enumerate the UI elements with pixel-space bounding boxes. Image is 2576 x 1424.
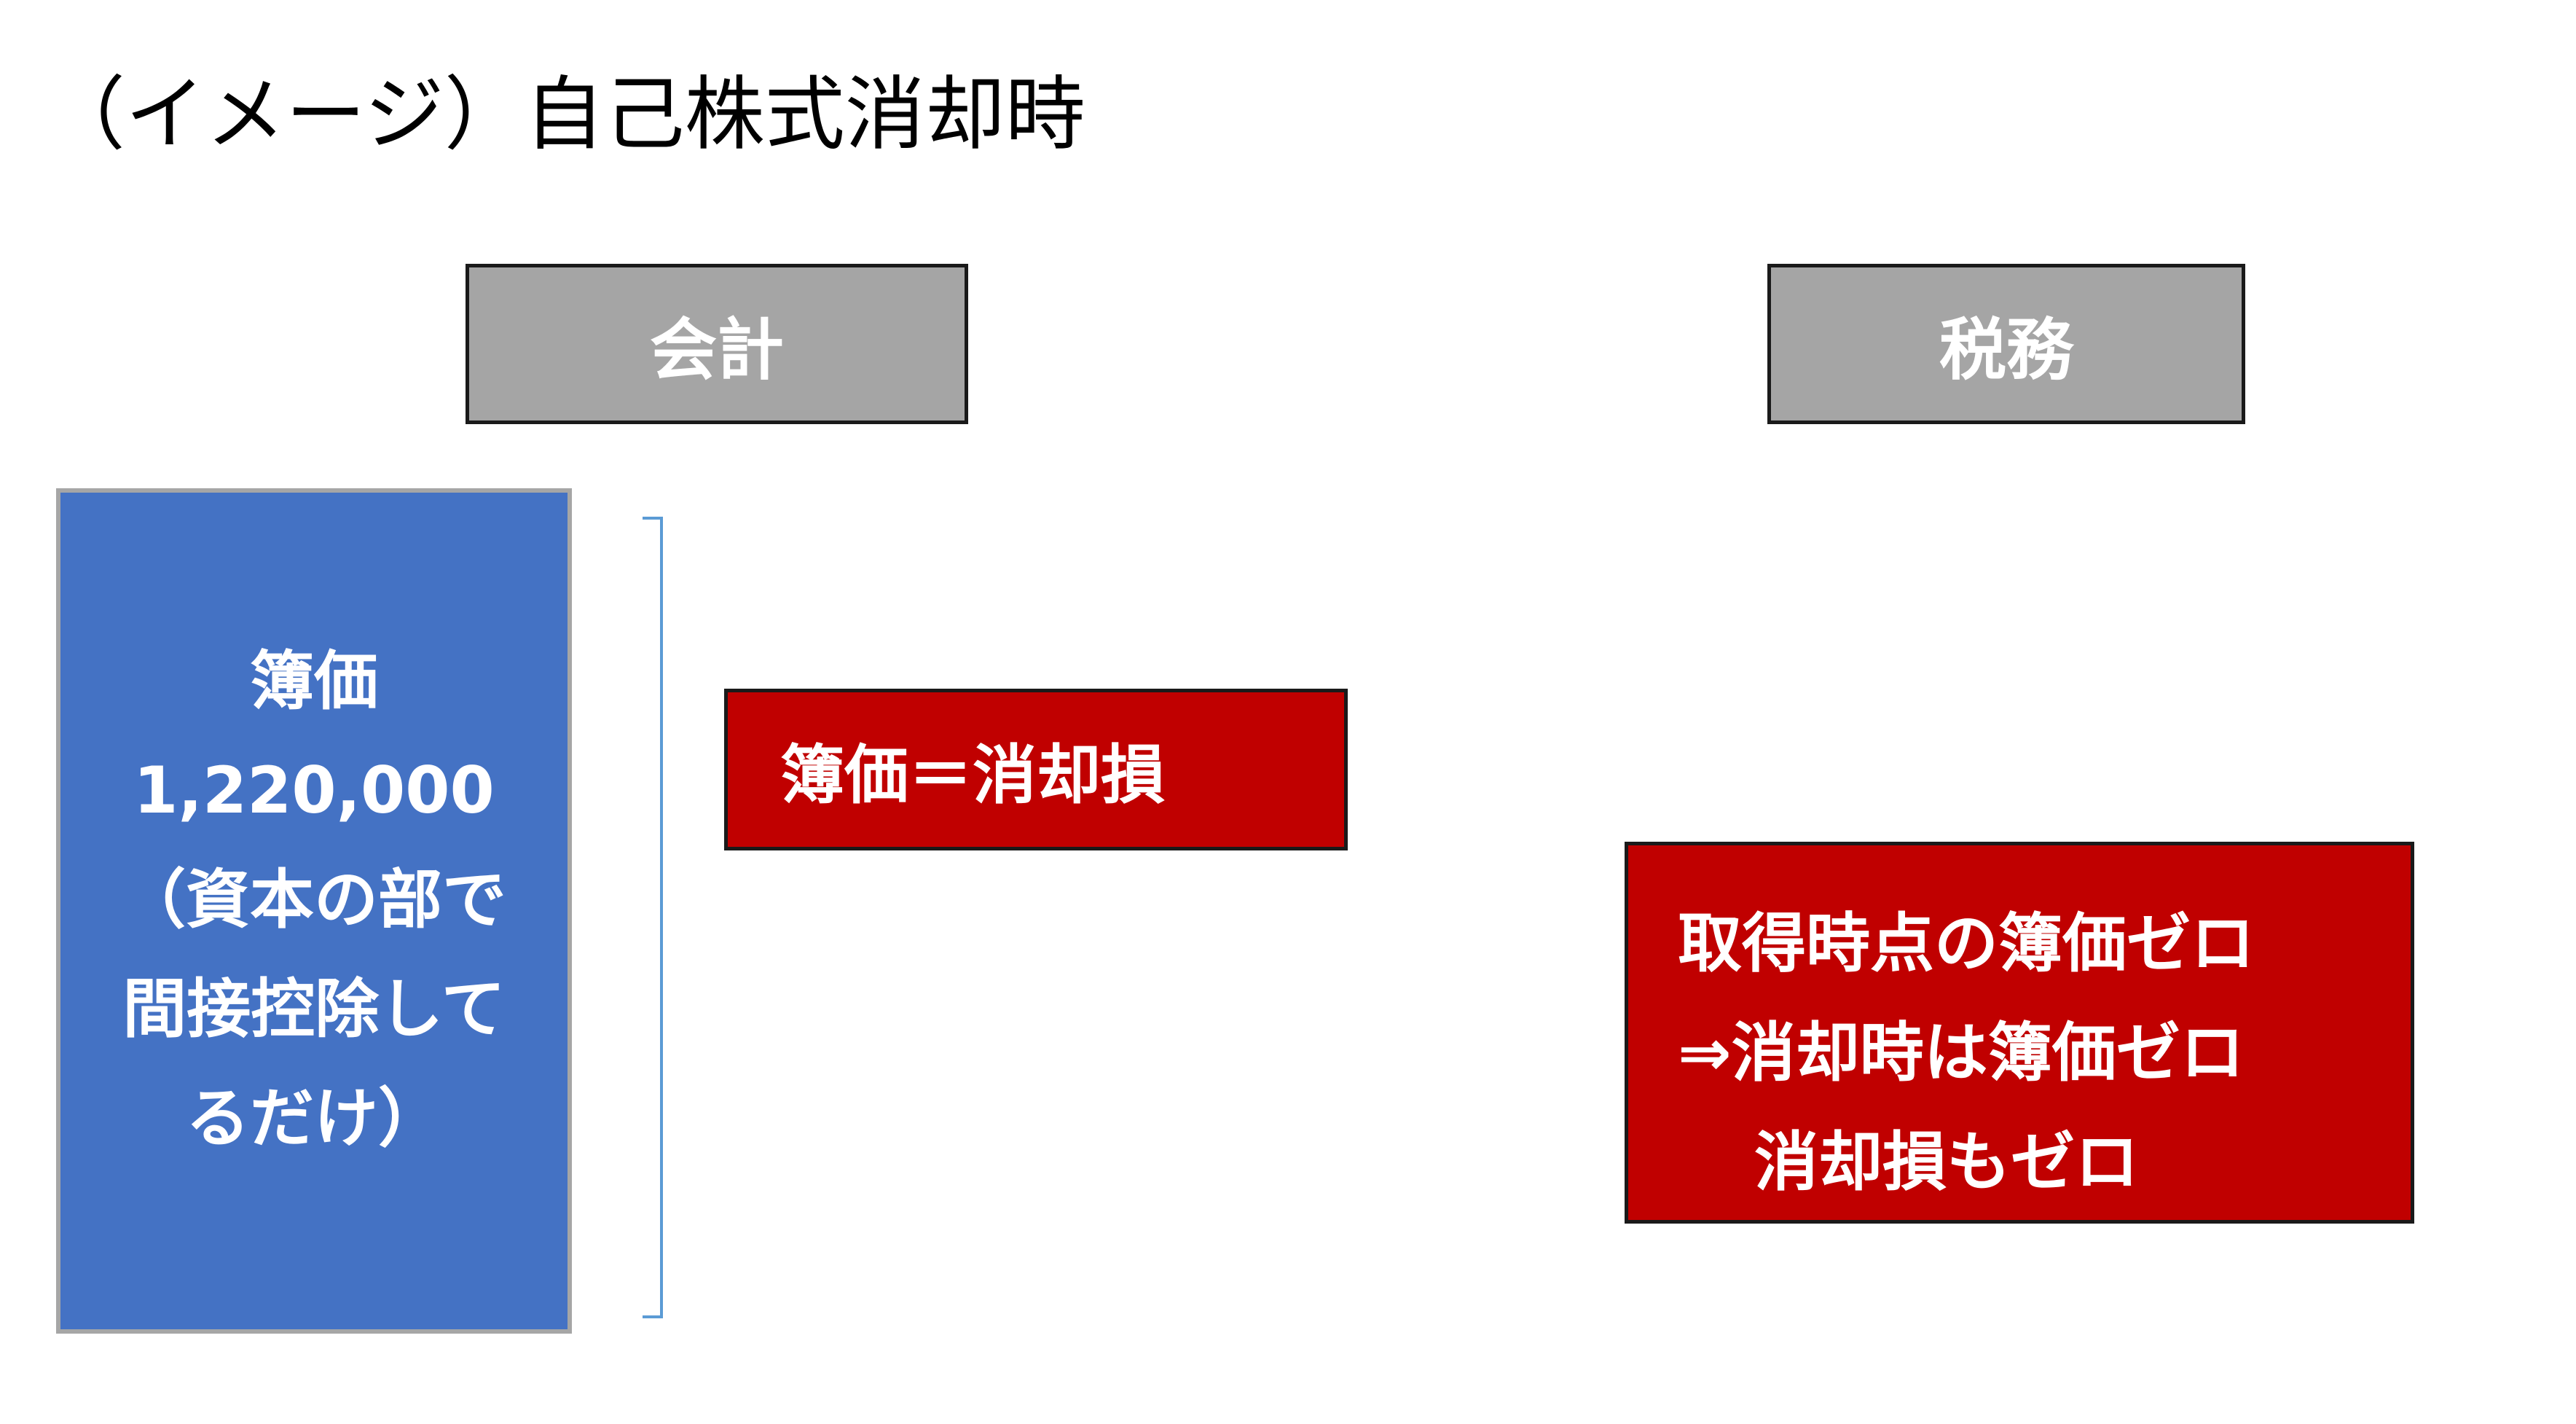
right-bracket <box>641 516 678 1319</box>
page-title: （イメージ）自己株式消却時 <box>45 68 1085 161</box>
accounting-loss-note: 簿価＝消却損 <box>724 689 1348 850</box>
book-value-text: 簿価 1,220,000 （資本の部で 間接控除して るだけ） <box>122 627 506 1173</box>
right-bracket-shape <box>643 517 663 1318</box>
accounting-header-label: 会計 <box>649 310 784 389</box>
tax-note-line-3: 消却損もゼロ <box>1754 1124 2140 1200</box>
tax-note: 取得時点の簿価ゼロ ⇒消却時は簿価ゼロ 消却損もゼロ <box>1625 842 2414 1224</box>
tax-header-label: 税務 <box>1939 310 2073 389</box>
book-value-line-1: 簿価 <box>249 643 378 719</box>
tax-note-line-1: 取得時点の簿価ゼロ <box>1678 906 2255 981</box>
tax-header: 税務 <box>1767 264 2245 424</box>
accounting-loss-text: 簿価＝消却損 <box>780 737 1166 813</box>
tax-note-line-2: ⇒消却時は簿価ゼロ <box>1678 1015 2245 1090</box>
book-value-line-5: るだけ） <box>185 1081 442 1156</box>
book-value-line-2: 1,220,000 <box>133 753 495 828</box>
book-value-line-3: （資本の部で <box>121 862 506 937</box>
accounting-header: 会計 <box>466 264 968 424</box>
book-value-box: 簿価 1,220,000 （資本の部で 間接控除して るだけ） <box>56 488 572 1334</box>
book-value-line-4: 間接控除して <box>122 971 506 1047</box>
